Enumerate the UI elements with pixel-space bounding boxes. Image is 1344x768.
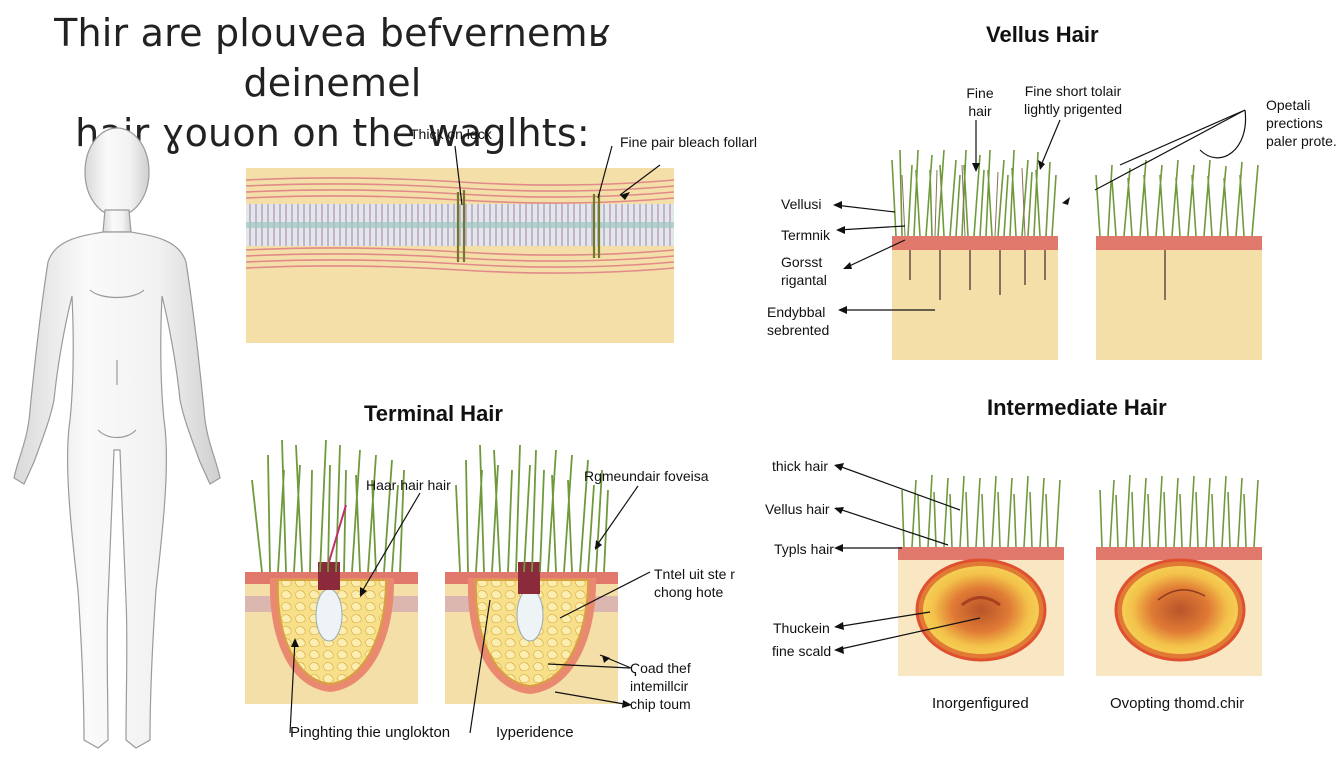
label-termnik: Termnik	[781, 227, 831, 243]
label-haar-hair: Haar hair hair	[366, 477, 451, 493]
heading-intermediate-hair: Intermediate Hair	[987, 395, 1167, 420]
label-opetali-line-3: paler prote.	[1266, 133, 1337, 149]
label-gorsst-line-2: rigantal	[781, 272, 827, 288]
vellus-skin-left	[891, 149, 1058, 360]
label-vellus-hair: Vellus hair	[765, 501, 830, 517]
caption-hyperidence: Ιyperidence	[496, 724, 574, 741]
label-thuckein: Thuckein	[773, 620, 830, 636]
label-load-line-1: Ҁoad thef	[630, 660, 691, 676]
label-tntel: Tntel uit ste r chong hote	[654, 565, 735, 601]
vellus-skin-right	[1095, 159, 1262, 360]
label-vellusi: Vellusi	[781, 196, 822, 212]
page-title: Thir are plouvea befvernemʁ deinemel hai…	[0, 8, 665, 158]
heading-vellus-hair: Vellus Hair	[986, 22, 1099, 47]
leader-lines	[289, 109, 1247, 734]
caption-pinghting: Pinghting thie unglokton	[290, 724, 451, 741]
label-endybbal: Endybbal sebrented	[767, 303, 829, 339]
title-line-2: hair ɣouon on the waglhts:	[75, 111, 590, 155]
label-load: Ҁoad thef intemillcir chip toum	[630, 659, 691, 713]
label-fine-hair-line-2: hair	[968, 103, 992, 119]
label-gorsst: Gorsst rigantal	[781, 253, 827, 289]
label-opetali-line-1: Opetali	[1266, 97, 1311, 113]
label-load-line-2: intemillcir	[630, 678, 689, 694]
label-gorsst-line-1: Gorsst	[781, 254, 823, 270]
label-fine-hair-line-1: Fine	[966, 85, 994, 101]
caption-ovopting: Ovopting thomd.chir	[1110, 695, 1245, 712]
intermediate-follicle-right	[1096, 474, 1262, 676]
label-typls-hair: Typls hair	[774, 541, 834, 557]
label-endybbal-line-1: Endybbal	[767, 304, 826, 320]
title-line-1: Thir are plouvea befvernemʁ deinemel	[54, 11, 611, 105]
label-opetali-line-2: prections	[1266, 115, 1323, 131]
intermediate-follicle-left	[898, 474, 1064, 676]
label-endybbal-line-2: sebrented	[767, 322, 830, 338]
terminal-follicle-left	[245, 439, 418, 704]
label-tntel-line-2: chong hote	[654, 584, 724, 600]
label-fine-short-line-2: lightly prigented	[1023, 101, 1123, 117]
label-thick-hair: thick hair	[772, 458, 829, 474]
label-fine-short-line-1: Fine short tolair	[1024, 83, 1122, 99]
label-opetali: Opetali prections paler prote.	[1266, 96, 1337, 150]
arrowheads	[291, 160, 1070, 708]
label-rgmeundair: Rgmeundair foveisa	[584, 468, 709, 484]
label-fine-pair-bleach: Fine pair bleach follarl	[620, 134, 757, 150]
label-thick-on-lock: Thick on lock	[410, 126, 492, 142]
label-load-line-3: chip toum	[630, 696, 691, 712]
label-fine-hair: Fine hair	[960, 84, 1000, 120]
heading-terminal-hair: Terminal Hair	[364, 401, 503, 426]
label-fine-scald: fine scald	[772, 643, 832, 659]
human-body-figure	[13, 127, 221, 749]
label-fine-short: Fine short tolair lightly prigented	[1018, 82, 1128, 118]
skin-band-panel	[245, 168, 675, 343]
caption-inorgenfigured: Inorgenfigured	[932, 695, 1029, 712]
label-tntel-line-1: Tntel uit ste r	[654, 566, 735, 582]
